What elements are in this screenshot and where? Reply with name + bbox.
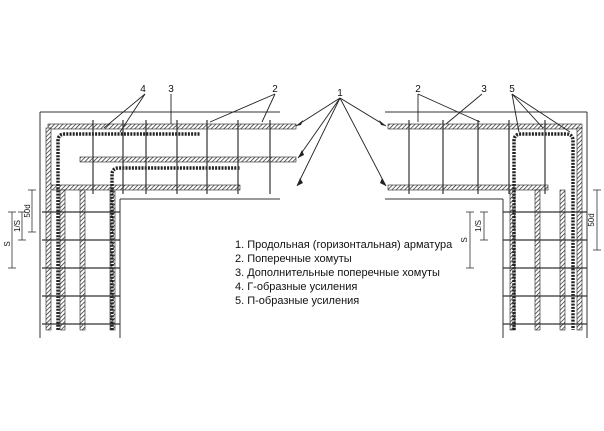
left-dimension-lines: [8, 189, 36, 269]
right-corner-node: S 1/S 50d: [385, 111, 601, 338]
right-stirrups-vertical: [503, 211, 587, 325]
callout-left-4: 4: [140, 84, 146, 95]
left-stirrups-horizontal: [92, 120, 271, 194]
right-u-shaped-bar: [512, 132, 575, 330]
right-dimension-lines: [466, 189, 601, 269]
legend-item-longitudinal: 1. Продольная (горизонтальная) арматура: [235, 239, 453, 251]
right-longitudinal-bar: [576, 127, 583, 331]
left-wall-outline: [39, 111, 280, 338]
right-longitudinal-bar: [559, 189, 566, 331]
right-dim-50d: 50d: [587, 213, 596, 226]
right-dim-s: S: [460, 237, 469, 242]
left-longitudinal-bar: [45, 127, 52, 331]
callout-left-2: 2: [272, 84, 278, 95]
callout-right-3: 3: [481, 84, 487, 95]
callout-center-1: 1: [337, 88, 343, 99]
right-longitudinal-bar: [387, 123, 583, 130]
callout-right-2: 2: [415, 84, 421, 95]
left-longitudinal-bar: [47, 123, 297, 130]
left-l-shaped-bar: [110, 166, 240, 330]
left-corner-node: S 1/S 50d: [3, 111, 297, 338]
leader-arrowheads: [296, 120, 386, 186]
legend-item-additional-stirrups: 3. Дополнительные поперечные хомуты: [235, 267, 440, 279]
legend-item-l-shaped: 4. Г-образные усиления: [235, 281, 358, 293]
right-dim-half-s: 1/S: [474, 220, 483, 232]
right-wall-outline: [385, 111, 588, 338]
callout-right-5: 5: [509, 84, 515, 95]
left-dim-half-s: 1/S: [13, 220, 22, 232]
left-longitudinal-bar: [79, 156, 297, 163]
left-longitudinal-bar: [59, 189, 66, 331]
legend-item-u-shaped: 5. П-образные усиления: [235, 295, 360, 307]
left-longitudinal-bar: [79, 189, 86, 331]
left-dim-50d: 50d: [23, 204, 32, 217]
left-l-shaped-bar: [56, 132, 200, 330]
legend: 1. Продольная (горизонтальная) арматура …: [235, 238, 452, 308]
left-dim-s: S: [3, 241, 12, 246]
left-longitudinal-bar: [47, 184, 241, 191]
right-longitudinal-bar: [534, 189, 541, 331]
right-stirrups-horizontal: [408, 120, 546, 194]
legend-item-transverse-stirrups: 2. Поперечные хомуты: [235, 253, 352, 265]
left-stirrups-vertical: [42, 211, 120, 325]
callout-left-3: 3: [168, 84, 174, 95]
leader-lines: [103, 93, 571, 187]
right-longitudinal-bar: [387, 184, 549, 191]
